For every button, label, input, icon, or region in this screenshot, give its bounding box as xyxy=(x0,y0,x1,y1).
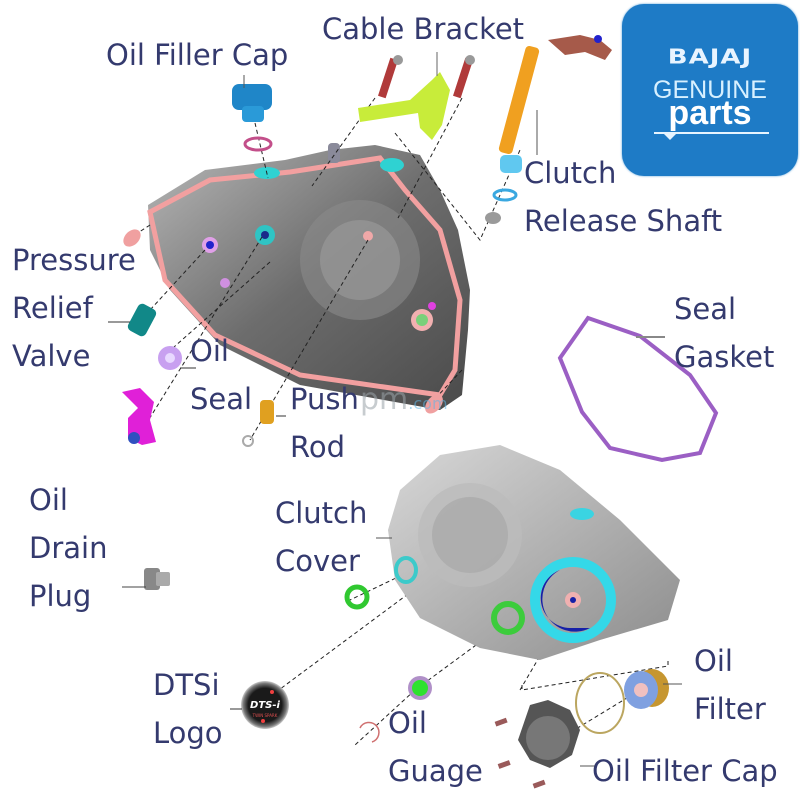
cable-bracket-part xyxy=(358,52,475,140)
clutch-cover-part xyxy=(376,445,680,660)
oil-filler-cap-part xyxy=(232,75,273,152)
filter-o-ring-part xyxy=(575,672,625,734)
logo-genuine: GENUINE xyxy=(653,76,767,104)
bajaj-genuine-parts-logo: BAJAJ GENUINE parts xyxy=(622,4,798,176)
push-rod-part xyxy=(242,400,286,447)
label-oil-drain-plug-2: Drain xyxy=(29,531,108,565)
label-oil-filter-cap: Oil Filter Cap xyxy=(592,754,778,788)
label-push-rod-1: Push xyxy=(290,382,359,416)
label-pressure-relief-valve-3: Valve xyxy=(12,339,91,373)
label-oil-drain-plug-1: Oil xyxy=(29,483,68,517)
dowel-pin-part xyxy=(425,394,443,414)
crankcase-inner-half xyxy=(147,143,470,410)
watermark-suffix: .com xyxy=(408,394,448,413)
logo-underline xyxy=(654,132,769,134)
label-cable-bracket: Cable Bracket xyxy=(322,12,525,46)
label-seal-gasket-2: Gasket xyxy=(674,340,775,374)
o-ring-part xyxy=(344,584,370,610)
label-clutch-cover-1: Clutch xyxy=(275,496,368,530)
dtsi-badge-part: DTS-i TWIN SPARK xyxy=(230,681,289,729)
label-dtsi-logo-1: DTSi xyxy=(153,668,220,702)
seal-gasket-part xyxy=(557,315,719,463)
watermark-main: pm xyxy=(360,382,409,417)
logo-brand: BAJAJ xyxy=(667,45,753,69)
label-dtsi-logo-2: Logo xyxy=(153,716,223,750)
label-clutch-release-shaft-2: Release Shaft xyxy=(524,204,723,238)
label-push-rod-2: Rod xyxy=(290,430,345,464)
label-clutch-cover-2: Cover xyxy=(275,544,360,578)
label-clutch-release-shaft-1: Clutch xyxy=(524,156,617,190)
pressure-relief-valve-part xyxy=(108,303,157,337)
dowel-pin-part xyxy=(123,229,141,247)
oil-pump-part xyxy=(122,388,156,445)
label-oil-guage-2: Guage xyxy=(388,754,483,788)
label-oil-filler-cap: Oil Filler Cap xyxy=(106,38,289,72)
label-pressure-relief-valve-1: Pressure xyxy=(12,243,136,277)
watermark: pm.com xyxy=(360,382,448,417)
label-oil-seal-2: Seal xyxy=(190,382,253,416)
label-seal-gasket-1: Seal xyxy=(674,292,737,326)
logo-parts: parts xyxy=(668,94,752,132)
dtsi-badge-subtext: TWIN SPARK xyxy=(252,713,278,718)
oil-filter-cap-part xyxy=(494,700,596,789)
label-pressure-relief-valve-2: Relief xyxy=(12,291,93,325)
label-oil-guage-1: Oil xyxy=(388,706,427,740)
oil-filter-part xyxy=(624,669,682,709)
oil-drain-plug-part xyxy=(122,568,170,590)
oil-guage-part xyxy=(359,676,432,743)
dtsi-badge-text: DTS-i xyxy=(250,700,280,711)
logo-arrow-icon xyxy=(664,134,676,140)
clutch-release-shaft-part xyxy=(485,35,612,224)
label-oil-filter-1: Oil xyxy=(694,644,733,678)
oil-seal-part xyxy=(158,346,196,370)
label-oil-filter-2: Filter xyxy=(694,692,766,726)
label-oil-seal-1: Oil xyxy=(190,334,229,368)
label-oil-drain-plug-3: Plug xyxy=(29,579,92,613)
